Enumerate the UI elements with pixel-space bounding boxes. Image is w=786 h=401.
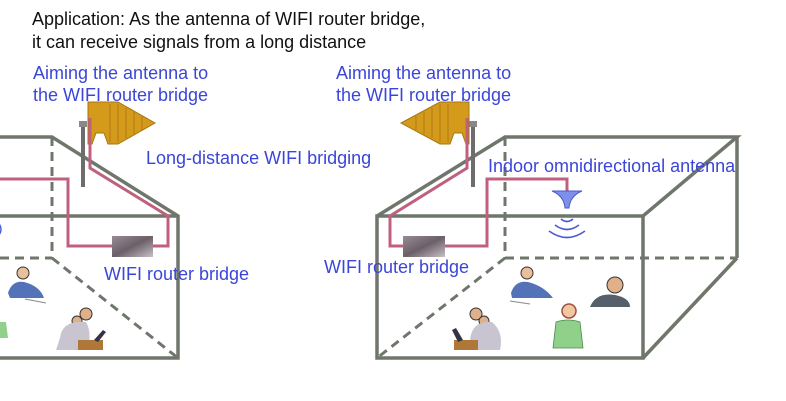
indoor-antenna-label: Indoor omnidirectional antenna xyxy=(488,156,736,176)
signal-waves-icon xyxy=(548,218,586,239)
right-building xyxy=(375,135,742,360)
title-line-2: it can receive signals from a long dista… xyxy=(32,32,367,52)
left-person-green-icon xyxy=(0,322,8,338)
right-aim-label-line-1: Aiming the antenna to xyxy=(336,63,512,83)
right-aim-label: Aiming the antenna to the WIFI router br… xyxy=(336,62,511,106)
left-wave-icon xyxy=(0,223,2,235)
woman-phone-icon xyxy=(552,303,584,349)
omnidirectional-antenna-icon xyxy=(551,190,583,209)
left-directional-antenna-icon xyxy=(87,101,157,145)
title-line-1: Application: As the antenna of WIFI rout… xyxy=(32,9,426,29)
left-building xyxy=(0,135,180,360)
right-aim-label-line-2: the WIFI router bridge xyxy=(336,85,512,105)
right-people-laptop-icon xyxy=(452,307,501,350)
left-cable xyxy=(0,118,170,248)
right-person-desk-icon xyxy=(509,266,553,305)
right-router-label: WIFI router bridge xyxy=(324,257,470,277)
right-cable xyxy=(388,118,569,248)
link-label: Long-distance WIFI bridging xyxy=(146,148,372,168)
diagram-title: Application: As the antenna of WIFI rout… xyxy=(32,8,425,54)
left-person-desk-icon xyxy=(8,266,47,304)
left-aim-label-line-1: Aiming the antenna to xyxy=(33,63,209,83)
left-mast xyxy=(79,121,87,187)
right-router-device xyxy=(403,236,445,257)
left-router-device xyxy=(112,236,153,257)
left-aim-label-line-2: the WIFI router bridge xyxy=(33,85,209,105)
left-aim-label: Aiming the antenna to the WIFI router br… xyxy=(33,62,208,106)
right-mast xyxy=(469,121,477,187)
right-directional-antenna-icon xyxy=(399,101,470,145)
person-phone-icon xyxy=(590,276,630,307)
left-router-label: WIFI router bridge xyxy=(104,264,250,284)
left-people-laptop-icon xyxy=(56,307,106,350)
